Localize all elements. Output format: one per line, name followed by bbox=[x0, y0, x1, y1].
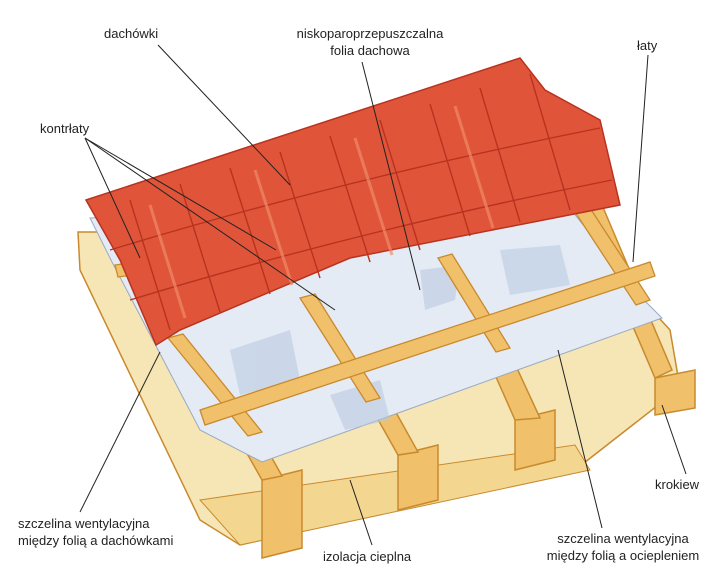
label-laty: łaty bbox=[637, 38, 658, 53]
leader-kontrlaty-b bbox=[84, 137, 277, 251]
label-folia-line2: folia dachowa bbox=[330, 43, 410, 58]
rafter bbox=[654, 369, 696, 416]
label-izolacja: izolacja cieplna bbox=[323, 549, 412, 564]
rafter bbox=[397, 444, 439, 511]
leader-kontrlaty-a bbox=[84, 137, 141, 259]
label-kontrlaty: kontrłaty bbox=[40, 121, 90, 136]
tile-highlights bbox=[148, 105, 495, 319]
leader-szczelina1 bbox=[79, 351, 161, 513]
label-krokiew: krokiew bbox=[655, 477, 700, 492]
label-szczelina1-line2: między folią a dachówkami bbox=[18, 533, 174, 548]
label-szczelina2-line1: szczelina wentylacyjna bbox=[557, 531, 689, 546]
leader-folia bbox=[361, 61, 421, 291]
leader-krokiew bbox=[661, 404, 687, 475]
leader-dachowki bbox=[157, 44, 291, 186]
label-szczelina2: szczelina wentylacyjna między folią a oc… bbox=[528, 530, 718, 564]
label-szczelina2-line2: między folią a ociepleniem bbox=[546, 548, 700, 563]
label-folia: niskoparoprzepuszczalna folia dachowa bbox=[285, 25, 455, 59]
leader-szczelina2 bbox=[557, 349, 603, 529]
label-szczelina1-line1: szczelina wentylacyjna bbox=[18, 516, 150, 531]
label-folia-line1: niskoparoprzepuszczalna bbox=[296, 26, 444, 41]
rafter bbox=[261, 469, 303, 559]
tile-ridges bbox=[109, 73, 613, 331]
leader-kontrlaty-c bbox=[84, 137, 336, 311]
leader-izolacja bbox=[349, 479, 373, 546]
label-szczelina1: szczelina wentylacyjna między folią a da… bbox=[18, 515, 173, 549]
rafter bbox=[514, 409, 556, 471]
leader-lines bbox=[79, 44, 687, 546]
leader-laty bbox=[632, 54, 649, 263]
label-dachowki: dachówki bbox=[104, 26, 159, 41]
